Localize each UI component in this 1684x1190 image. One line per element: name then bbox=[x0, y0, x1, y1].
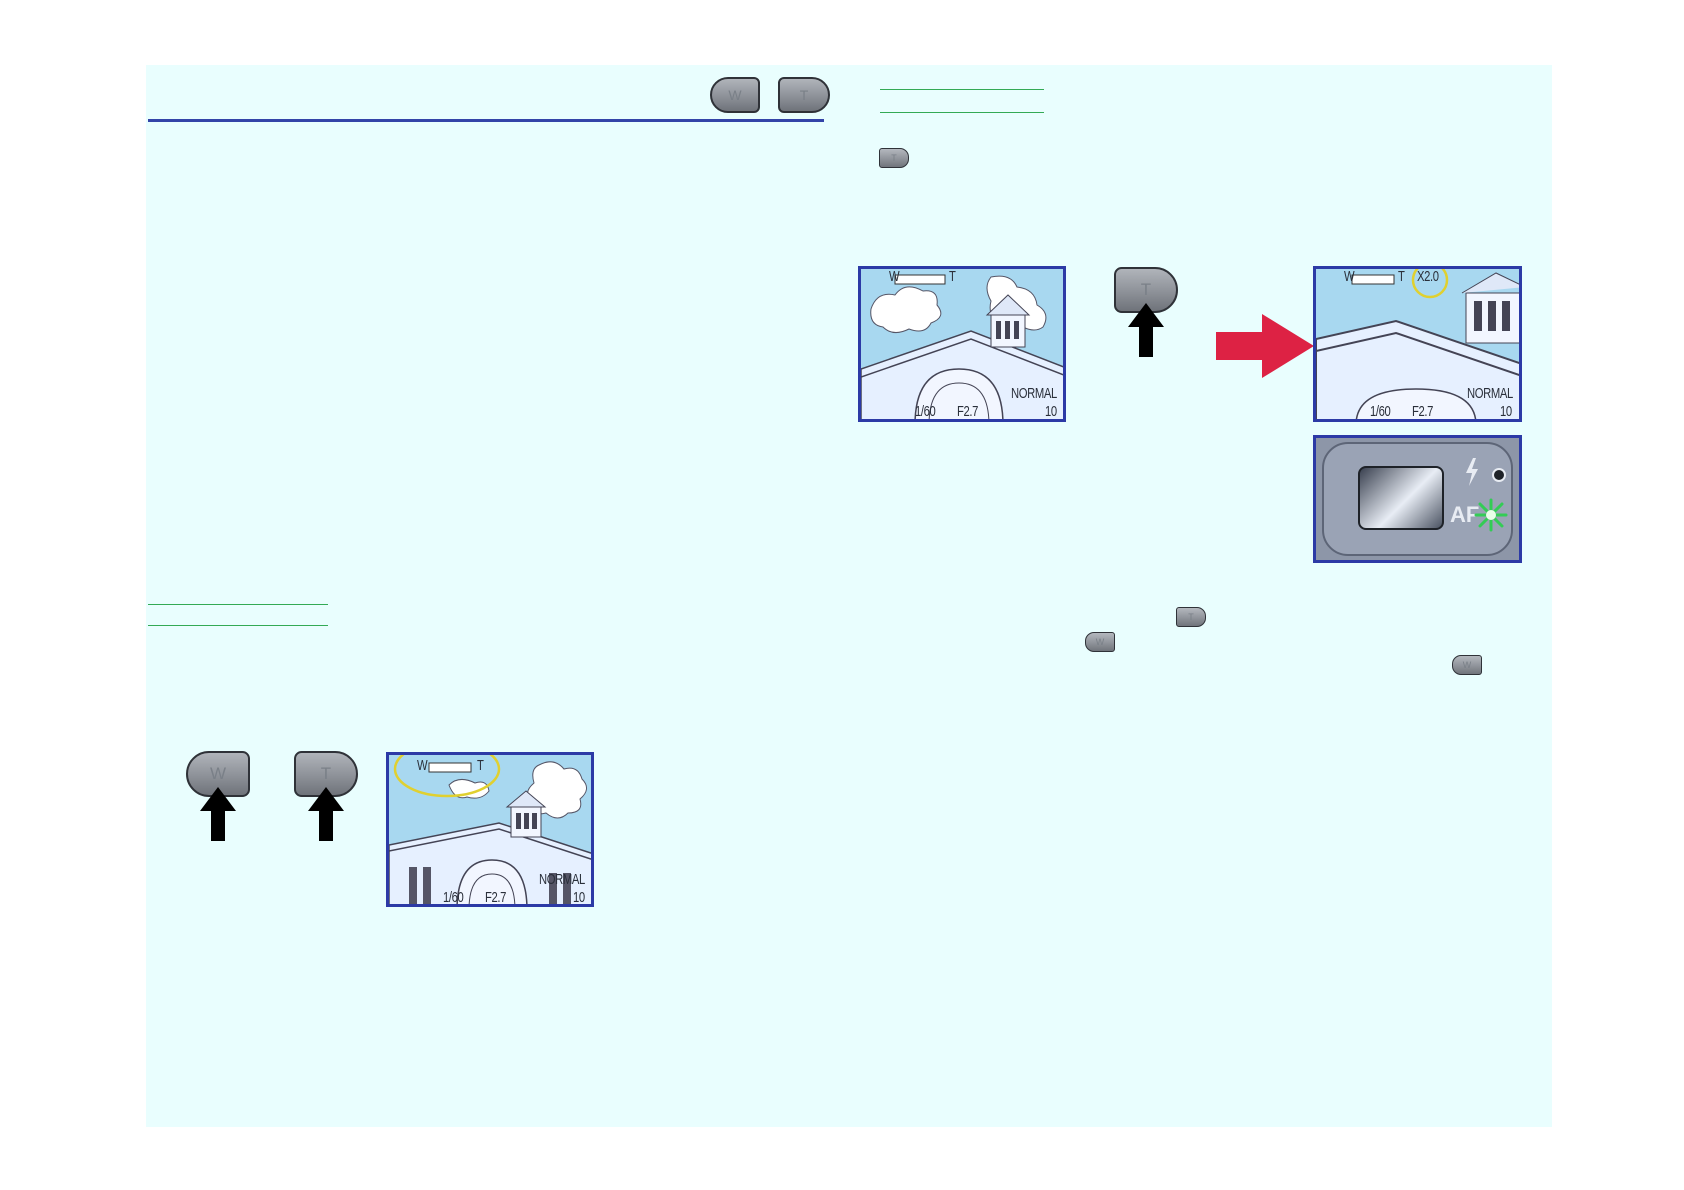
building-scene-icon bbox=[1316, 269, 1519, 419]
up-arrow-icon bbox=[1128, 303, 1164, 357]
t-key-label: T bbox=[320, 764, 332, 783]
header-zoom-w-label: W bbox=[728, 87, 742, 103]
right-section-rule-bottom bbox=[880, 112, 1044, 113]
manual-page: W T T W T bbox=[146, 65, 1552, 1127]
zoom-ratio-highlight-circle bbox=[1411, 269, 1449, 299]
lcd-after-quality: NORMAL bbox=[1467, 385, 1513, 402]
lcd-before-quality: NORMAL bbox=[1011, 385, 1057, 402]
w-key-press-group: W bbox=[186, 751, 256, 851]
lcd-wide-t: T bbox=[477, 757, 484, 774]
left-section-rule-top bbox=[148, 604, 328, 605]
w-key-label: W bbox=[209, 764, 227, 783]
lcd-after-w: W bbox=[1344, 268, 1355, 285]
lcd-wide-shutter: 1/60 bbox=[443, 889, 464, 906]
lcd-wide-frames: 10 bbox=[573, 889, 585, 906]
lcd-wide-quality: NORMAL bbox=[539, 871, 585, 888]
lcd-wide-w: W bbox=[417, 757, 428, 774]
flash-icon bbox=[1466, 458, 1478, 486]
lcd-after-frames: 10 bbox=[1500, 403, 1512, 420]
t-key-zoom-in: T bbox=[1114, 267, 1178, 313]
lcd-before-w: W bbox=[889, 268, 900, 285]
up-arrow-icon bbox=[308, 787, 344, 841]
header-zoom-t-label: T bbox=[799, 87, 809, 103]
right-arrow-icon bbox=[1216, 314, 1314, 378]
viewfinder-panel: AF bbox=[1313, 435, 1522, 563]
inline-t-button-icon: T bbox=[879, 148, 909, 168]
lcd-after-aperture: F2.7 bbox=[1412, 403, 1434, 420]
af-lamp-lit-icon bbox=[1474, 498, 1508, 532]
lcd-before-shutter: 1/60 bbox=[915, 403, 936, 420]
zoom-indicator-highlight-circle bbox=[393, 755, 501, 798]
header-zoom-t-button: T bbox=[778, 77, 830, 113]
t-key-zoom-in-label: T bbox=[1140, 280, 1152, 299]
lcd-after-shutter: 1/60 bbox=[1370, 403, 1391, 420]
lcd-after-t: T bbox=[1398, 268, 1405, 285]
header-zoom-w-button: W bbox=[710, 77, 760, 113]
building-scene-icon bbox=[861, 269, 1063, 419]
lcd-before-zoom: W T NORMAL 1/60 F2.7 10 bbox=[858, 266, 1066, 422]
up-arrow-icon bbox=[200, 787, 236, 841]
left-section-rule-bottom bbox=[148, 625, 328, 626]
lcd-before-t: T bbox=[949, 268, 956, 285]
viewfinder-window bbox=[1358, 466, 1444, 530]
lcd-before-aperture: F2.7 bbox=[957, 403, 979, 420]
right-section-rule-top bbox=[880, 89, 1044, 90]
inline-t-button-icon: T bbox=[1176, 607, 1206, 627]
lcd-after-zoom: W T X2.0 NORMAL 1/60 F2.7 10 bbox=[1313, 266, 1522, 422]
lcd-before-frames: 10 bbox=[1045, 403, 1057, 420]
building-scene-icon bbox=[389, 755, 591, 904]
header-rule bbox=[148, 119, 824, 122]
lcd-wide-view: W T NORMAL 1/60 F2.7 10 bbox=[386, 752, 594, 907]
inline-w-button-icon: W bbox=[1085, 632, 1115, 652]
t-key-zoom-in-group: T bbox=[1114, 267, 1184, 367]
lcd-wide-aperture: F2.7 bbox=[485, 889, 507, 906]
inline-w-button-icon: W bbox=[1452, 655, 1482, 675]
flash-lamp-icon bbox=[1492, 468, 1506, 482]
af-label: AF bbox=[1450, 502, 1480, 527]
t-key-press-group: T bbox=[294, 751, 364, 851]
lcd-after-zoom-ratio: X2.0 bbox=[1417, 268, 1439, 285]
